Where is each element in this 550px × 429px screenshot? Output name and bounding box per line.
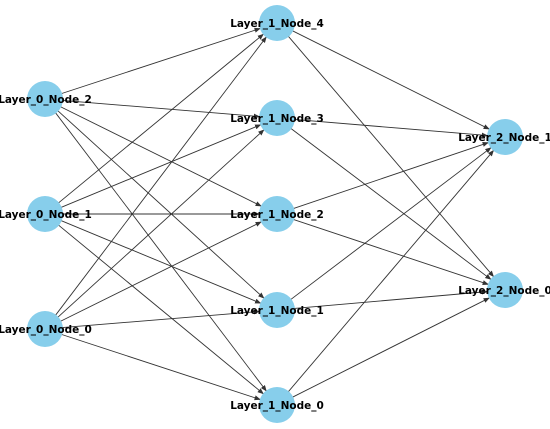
node-layer-1-node-2: Layer_1_Node_2	[230, 196, 324, 232]
edge-l1n4-to-l2n0	[287, 34, 495, 278]
node-layer-0-node-2: Layer_0_Node_2	[0, 81, 92, 117]
edge-l1n0-to-l2n1	[287, 149, 495, 394]
edge-l1n1-to-l2n1	[289, 146, 492, 301]
node-label: Layer_2_Node_1	[458, 132, 550, 144]
node-circle	[27, 196, 63, 232]
edge-l0n0-to-l1n0	[60, 333, 261, 401]
edge-l1n2-to-l2n1	[292, 141, 490, 210]
nodes-layer: Layer_0_Node_2Layer_0_Node_1Layer_0_Node…	[0, 5, 550, 423]
edge-l0n1-to-l1n1	[59, 219, 262, 304]
edge-l1n3-to-l2n0	[289, 127, 492, 281]
node-label: Layer_1_Node_4	[230, 18, 324, 30]
node-layer-2-node-0: Layer_2_Node_0	[458, 272, 550, 308]
node-circle	[487, 119, 523, 155]
edge-l1n1-to-l2n0	[292, 289, 489, 310]
node-layer-1-node-1: Layer_1_Node_1	[230, 292, 324, 328]
edge-l0n1-to-l1n3	[59, 124, 262, 209]
edge-l0n0-to-l1n3	[56, 129, 265, 319]
edge-l0n1-to-l1n4	[57, 33, 265, 205]
node-circle	[27, 81, 63, 117]
edge-l1n0-to-l2n0	[291, 297, 491, 399]
node-layer-1-node-4: Layer_1_Node_4	[230, 5, 324, 41]
node-label: Layer_0_Node_0	[0, 324, 92, 336]
edge-l0n2-to-l1n3	[60, 99, 261, 119]
node-circle	[259, 196, 295, 232]
node-label: Layer_0_Node_2	[0, 94, 92, 106]
node-label: Layer_1_Node_2	[230, 209, 324, 221]
edge-l0n1-to-l1n0	[57, 223, 265, 395]
edges-layer	[54, 27, 495, 401]
node-layer-0-node-1: Layer_0_Node_1	[0, 196, 92, 232]
edge-l1n4-to-l2n1	[291, 29, 491, 130]
node-layer-1-node-3: Layer_1_Node_3	[230, 100, 324, 136]
edge-l0n2-to-l1n1	[56, 109, 265, 299]
edge-l0n0-to-l1n2	[59, 221, 262, 323]
node-circle	[27, 311, 63, 347]
edge-l1n2-to-l2n0	[292, 218, 490, 286]
node-label: Layer_2_Node_0	[458, 285, 550, 297]
node-label: Layer_1_Node_3	[230, 113, 324, 125]
node-circle	[487, 272, 523, 308]
node-layer-0-node-0: Layer_0_Node_0	[0, 311, 92, 347]
edge-l1n3-to-l2n1	[292, 118, 489, 138]
node-circle	[259, 5, 295, 41]
edge-l0n0-to-l1n4	[54, 36, 268, 317]
edge-l0n2-to-l1n0	[54, 111, 268, 392]
node-layer-1-node-0: Layer_1_Node_0	[230, 387, 324, 423]
node-circle	[259, 292, 295, 328]
edge-l0n0-to-l1n1	[60, 309, 261, 329]
edge-l0n2-to-l1n2	[59, 105, 262, 207]
node-label: Layer_0_Node_1	[0, 209, 92, 221]
edge-l0n2-to-l1n4	[60, 27, 261, 95]
node-layer-2-node-1: Layer_2_Node_1	[458, 119, 550, 155]
node-circle	[259, 100, 295, 136]
node-label: Layer_1_Node_0	[230, 400, 324, 412]
node-label: Layer_1_Node_1	[230, 305, 324, 317]
node-circle	[259, 387, 295, 423]
